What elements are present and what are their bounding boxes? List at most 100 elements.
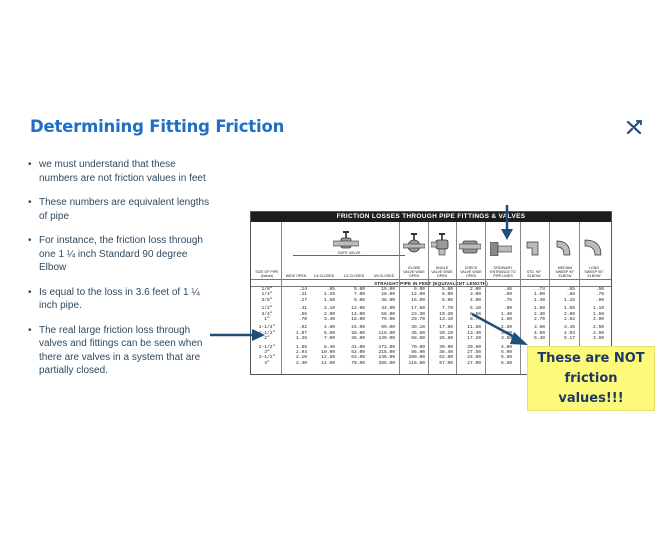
table-cell: 2.50 — [500, 325, 512, 331]
table-cell: 3/4" — [261, 311, 273, 317]
table-cell: .55 — [298, 311, 307, 317]
globe-valve-icon — [403, 233, 425, 253]
table-cell: 5.00 — [500, 349, 512, 355]
table-cell: 1/4" — [261, 292, 273, 298]
table-cell: 1.50 — [592, 311, 604, 317]
table-cell: 2-1/2" — [258, 344, 276, 350]
table-cell: 13.40 — [467, 330, 481, 336]
col-wide-open: WIDE OPEN — [285, 274, 307, 278]
col-ordinary-entrance: ORDINARY ENTRANCE TO PIPE LINES — [490, 266, 516, 278]
table-cell: 5.60 — [323, 330, 335, 336]
table-cell: 30.90 — [439, 344, 453, 350]
callout-text: These are NOT friction values!!! — [537, 350, 645, 406]
bullet-item: we must understand that these numbers ar… — [28, 158, 210, 185]
table-cell: .90 — [595, 297, 604, 303]
std-elbow-icon — [526, 241, 539, 256]
table-cell: 79.00 — [381, 316, 395, 322]
table-cell: 3/8" — [261, 297, 273, 303]
bullet-item: The real large friction loss through val… — [28, 324, 210, 378]
table-cell: 7.70 — [441, 306, 453, 312]
table-cell: 52.00 — [351, 349, 365, 355]
table-cell: 1" — [264, 316, 270, 322]
table-cell: 6.50 — [500, 360, 512, 366]
table-cell: 2.40 — [295, 360, 307, 366]
bullet-item: Is equal to the loss in 3.6 feet of 1 ¼ … — [28, 286, 210, 313]
table-cell: 58.00 — [381, 311, 395, 317]
table-cell: 1.50 — [323, 297, 335, 303]
table-cell: 1/2" — [261, 306, 273, 312]
table-cell: .70 — [595, 292, 604, 298]
table-cell: .74 — [536, 287, 545, 292]
callout-note: These are NOT friction values!!! — [527, 346, 655, 411]
table-cell: 1.00 — [533, 292, 545, 298]
table-cell: 2.90 — [592, 330, 604, 336]
table-cell: 1.07 — [295, 330, 307, 336]
table-cell: 63.00 — [351, 355, 365, 361]
table-cell: .92 — [298, 325, 307, 331]
col-size: SIZE OF PIPE (inches) — [255, 270, 279, 278]
table-cell: .65 — [566, 287, 575, 292]
arrow-right-icon — [210, 329, 265, 341]
table-cell: 100.00 — [408, 355, 425, 361]
table-cell: 1-1/4" — [258, 325, 276, 331]
table-cell: 57.00 — [439, 360, 453, 366]
table-cell: 38.00 — [381, 297, 395, 303]
table-cell: 7.00 — [323, 336, 335, 342]
col-globe-valve: GLOBE VALVE WIDE OPEN — [403, 266, 425, 278]
table-cell: .70 — [298, 316, 307, 322]
table-cell: 20.60 — [467, 344, 481, 350]
table-cell: 3" — [264, 349, 270, 355]
bullet-item: These numbers are equivalent lengths of … — [28, 196, 210, 223]
table-cell: 27.50 — [467, 349, 481, 355]
table-cell: 8.40 — [323, 344, 335, 350]
table-cell: 9.00 — [413, 287, 425, 292]
angle-valve-icon — [431, 233, 449, 256]
table-cell: 39.10 — [411, 325, 425, 331]
table-cell: 3.50 — [500, 336, 512, 342]
table-cell: .50 — [595, 287, 604, 292]
table-cell: 3.40 — [323, 316, 335, 322]
table-cell: 70.00 — [411, 344, 425, 350]
table-cell: 6.66 — [469, 311, 481, 317]
table-cell: 14.00 — [321, 360, 335, 366]
table-cell: 285.00 — [378, 360, 395, 366]
bullet-list: we must understand that these numbers ar… — [28, 158, 210, 389]
table-cell: 5.00 — [353, 287, 365, 292]
table-cell: 1-1/2" — [258, 330, 276, 336]
table-cell: 17.80 — [439, 325, 453, 331]
table-cell: 2.30 — [533, 311, 545, 317]
table-cell: 45.60 — [411, 330, 425, 336]
table-cell: 4.03 — [563, 330, 575, 336]
table-cell: 17.60 — [411, 306, 425, 312]
arrow-down-icon — [501, 205, 513, 240]
table-cell: .27 — [298, 297, 307, 303]
col-three-quarter-closed: 3/4 CLOSED — [373, 274, 395, 278]
table-cell: 24.00 — [351, 325, 365, 331]
table-cell: 23.30 — [411, 311, 425, 317]
gate-valve-icon — [333, 231, 359, 249]
crossed-arrows-icon — [626, 120, 642, 134]
table-cell: 2.04 — [295, 349, 307, 355]
table-cell: 41.00 — [351, 344, 365, 350]
table-cell: 52.00 — [439, 355, 453, 361]
table-cell: 28.00 — [351, 330, 365, 336]
table-cell: 10.00 — [321, 349, 335, 355]
table-cell: .21 — [298, 292, 307, 298]
table-cell: 1.38 — [295, 336, 307, 342]
table-cell: 1.65 — [295, 344, 307, 350]
table-cell: 44.00 — [381, 306, 395, 312]
table-cell: 38.40 — [439, 349, 453, 355]
table-cell: 27.00 — [467, 360, 481, 366]
table-cell: 2.00 — [469, 287, 481, 292]
col-check-valve: CHECK VALVE WIDE OPEN — [460, 266, 482, 278]
table-cell: 19.00 — [381, 287, 395, 292]
table-cell: 1.60 — [533, 306, 545, 312]
